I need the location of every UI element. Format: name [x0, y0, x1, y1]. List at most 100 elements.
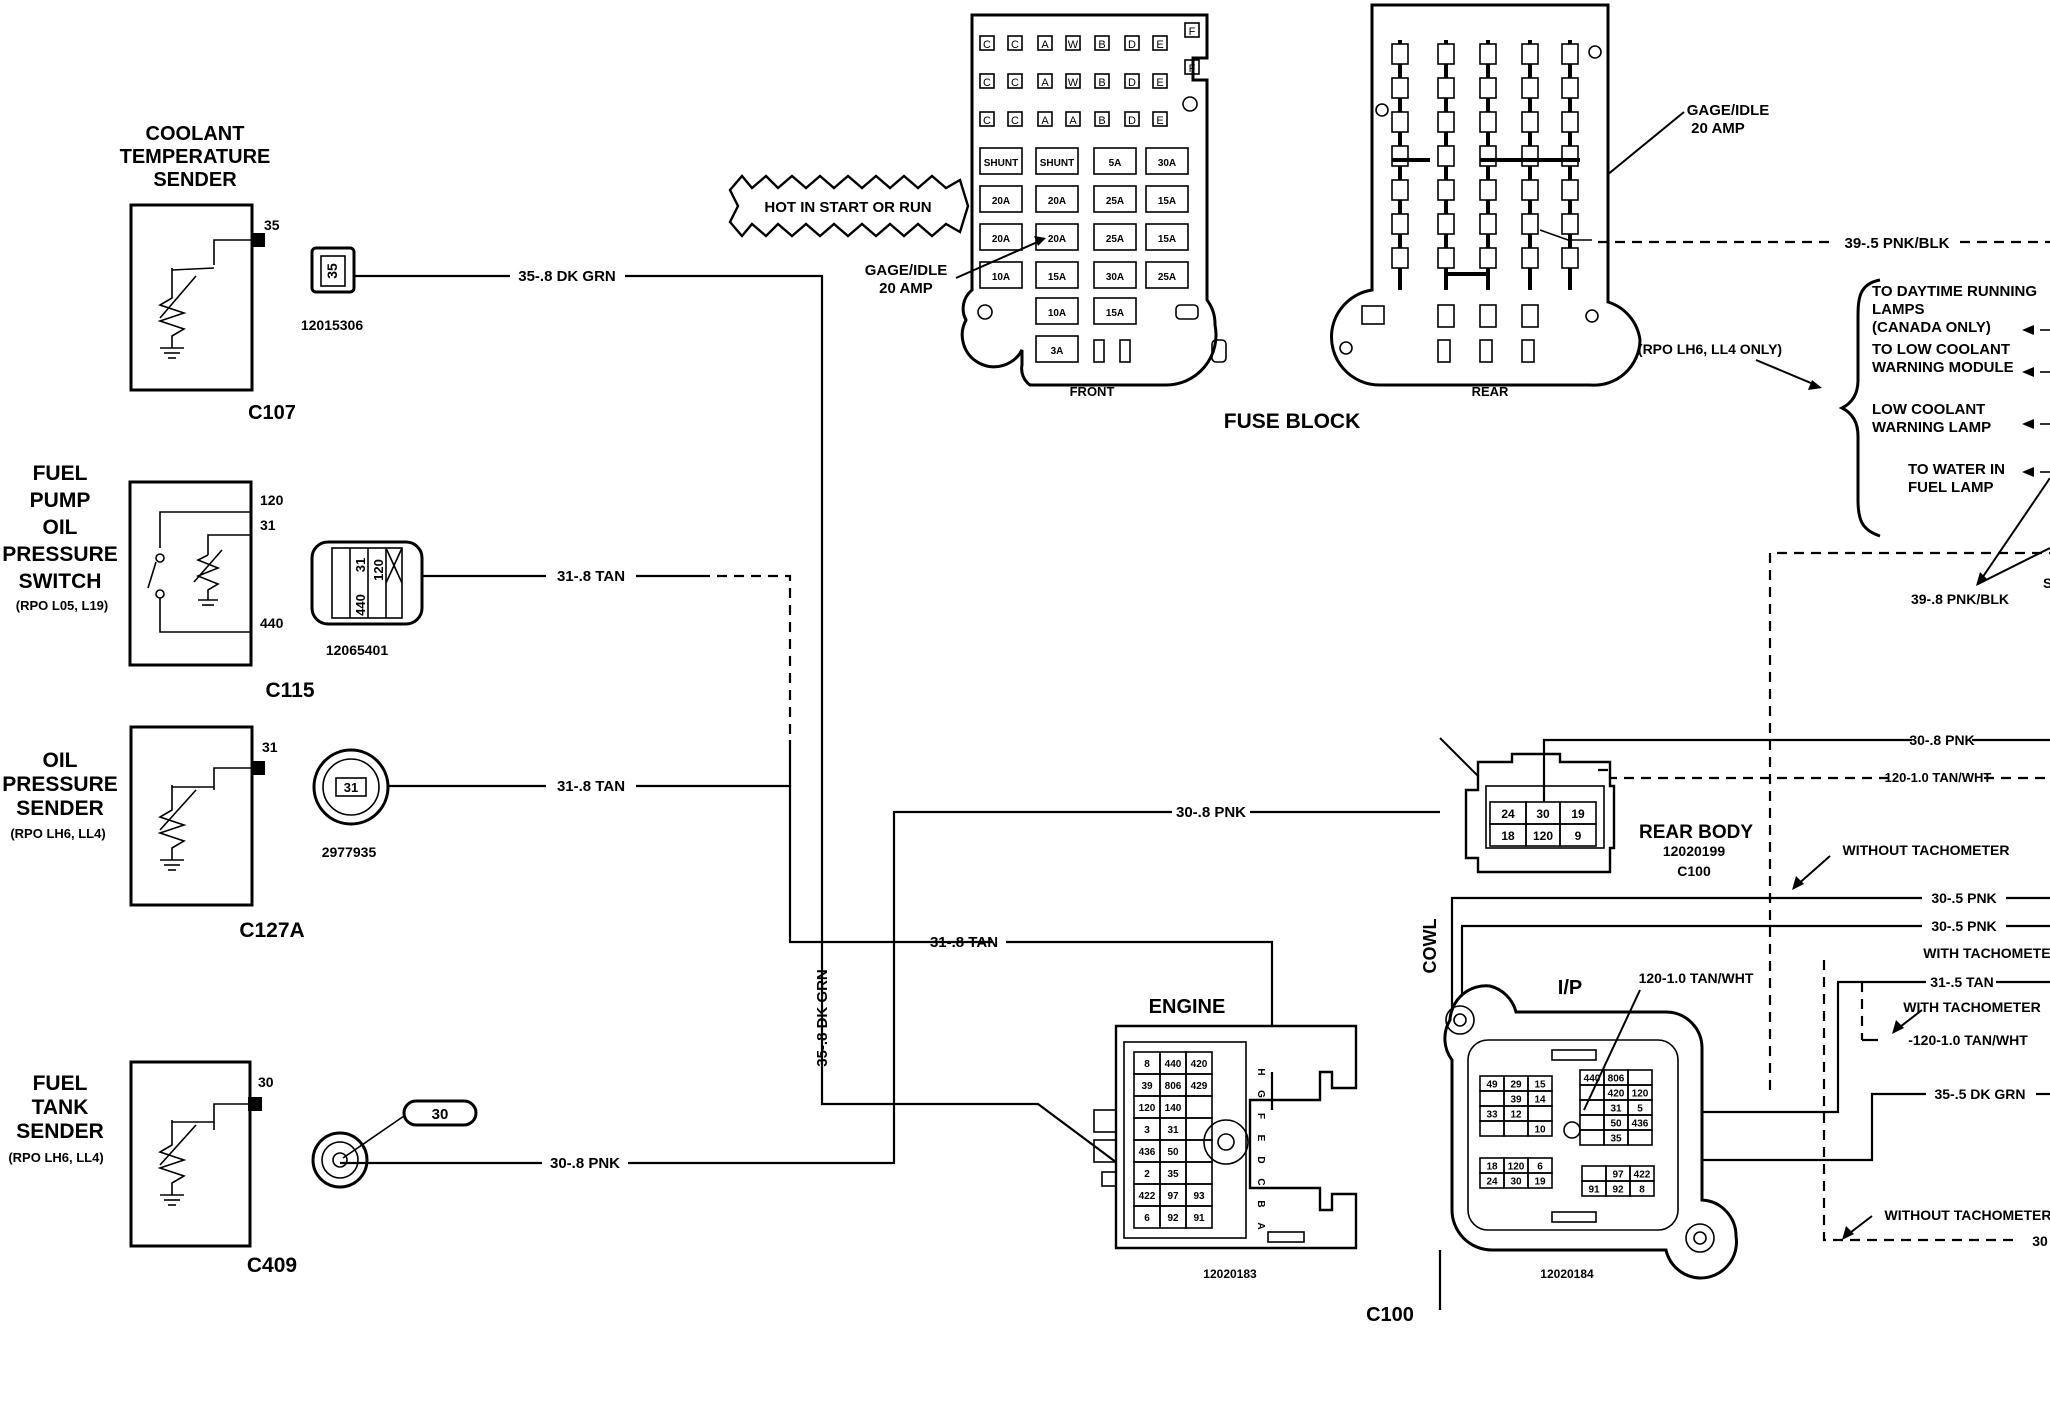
ip-left-pin: 39 [1510, 1095, 1522, 1106]
oil-switch-part-no: 12065401 [326, 642, 389, 658]
s-fragment: S [2043, 575, 2050, 591]
engine-part-no: 12020183 [1203, 1267, 1257, 1281]
rear-body-connector: 24 30 19 18 120 9 REAR BODY 12020199 C10… [1439, 737, 1753, 879]
svg-text:A: A [1041, 77, 1049, 89]
coolant-part-no: 12015306 [301, 317, 364, 333]
svg-text:C: C [983, 115, 991, 127]
rear-fuse-slot [1521, 213, 1539, 235]
svg-text:E: E [1156, 39, 1163, 51]
wire-label-vertical-35: 35-.8 DK GRN [814, 969, 831, 1067]
ip-title: I/P [1558, 977, 1582, 999]
svg-text:20A: 20A [992, 196, 1010, 207]
fuel-pump-oil-pressure-switch: FUEL PUMP OIL PRESSURE SWITCH (RPO L05, … [2, 462, 424, 702]
oil-switch-conn-pin-31: 31 [353, 558, 368, 572]
svg-text:30: 30 [1536, 807, 1550, 821]
svg-text:C: C [1011, 39, 1019, 51]
wire-label-right-31-5: 31-.5 TAN [1930, 974, 1994, 990]
oil-switch-conn-pin-440: 440 [353, 594, 368, 616]
rear-fuse-slot [1479, 213, 1497, 235]
coolant-variable-arrow [159, 275, 197, 319]
oil-switch-title-1: FUEL [33, 462, 88, 485]
svg-text:E: E [1156, 115, 1163, 127]
svg-text:FUEL LAMP: FUEL LAMP [1908, 479, 1994, 496]
engine-side-letter: F [1255, 1113, 1266, 1119]
wire-label-coolant: 35-.8 DK GRN [518, 268, 616, 285]
svg-text:B: B [1098, 39, 1105, 51]
svg-text:30A: 30A [1106, 272, 1124, 283]
wire-label-right-30-end: 30 [2032, 1233, 2048, 1249]
fuel-tank-box [129, 1060, 252, 1248]
fuel-tank-title-2: TANK [32, 1096, 89, 1119]
right-notes: (RPO LH6, LL4 ONLY) TO DAYTIME RUNNING L… [1638, 278, 2050, 607]
rear-fuse-slot [1391, 43, 1409, 65]
svg-text:D: D [1128, 115, 1136, 127]
engine-side-letter: B [1255, 1200, 1266, 1207]
rear-fuse-slot [1437, 145, 1455, 167]
svg-text:GAGE/IDLE: GAGE/IDLE [1687, 102, 1770, 119]
engine-side-letter: E [1255, 1135, 1266, 1142]
oil-switch-pin-120: 120 [260, 492, 284, 508]
ip-right-pin: 120 [1632, 1089, 1649, 1100]
rear-fuse-slot [1561, 111, 1579, 133]
engine-side-letter: D [1255, 1156, 1266, 1163]
ip-left-pin: 24 [1486, 1177, 1498, 1188]
fuel-tank-pin-callout [402, 1099, 478, 1127]
ip-left-pin: 30 [1510, 1177, 1522, 1188]
svg-text:C: C [983, 77, 991, 89]
svg-text:LAMPS: LAMPS [1872, 301, 1925, 318]
coolant-resistor-icon [157, 268, 187, 348]
svg-text:W: W [1068, 39, 1079, 51]
engine-pin: 440 [1165, 1059, 1182, 1070]
oil-pressure-sender: OIL PRESSURE SENDER (RPO LH6, LL4) 31 C1… [2, 725, 390, 942]
svg-text:WARNING LAMP: WARNING LAMP [1872, 419, 1991, 436]
engine-pin: 422 [1139, 1191, 1156, 1202]
coolant-pin-label: 35 [264, 217, 280, 233]
ip-left-pin: 10 [1534, 1125, 1546, 1136]
coolant-title-1: COOLANT [146, 123, 245, 145]
oil-sender-part-no: 2977935 [322, 844, 377, 860]
coolant-sender-box [129, 203, 254, 392]
svg-text:5A: 5A [1109, 158, 1122, 169]
oil-sender-pin-label: 31 [262, 739, 278, 755]
rear-fuse-slot [1561, 77, 1579, 99]
svg-text:B: B [1098, 77, 1105, 89]
engine-pin: 429 [1191, 1081, 1208, 1092]
coolant-connector-pin: 35 [324, 263, 340, 279]
rear-fuse-slot [1391, 111, 1409, 133]
rear-fuse-slot [1391, 145, 1409, 167]
oil-switch-box [128, 480, 253, 667]
wire-label-right-30-8: 30-.8 PNK [1909, 732, 1974, 748]
oil-sender-title-2: PRESSURE [2, 773, 118, 796]
svg-text:TO LOW COOLANT: TO LOW COOLANT [1872, 341, 2010, 358]
front-fuse-panel [960, 13, 1218, 387]
ip-left-pin: 18 [1486, 1162, 1498, 1173]
svg-text:10A: 10A [1048, 308, 1066, 319]
engine-pin: 39 [1141, 1081, 1153, 1092]
rear-body-conn-id: C100 [1677, 863, 1711, 879]
svg-text:SHUNT: SHUNT [984, 158, 1018, 169]
rear-fuse-slot [1479, 179, 1497, 201]
switch-contact-icon [155, 553, 165, 563]
rear-fuse-slot [1437, 43, 1455, 65]
rear-fuse-slot [1437, 77, 1455, 99]
wire-label-right-120: 120-1.0 TAN/WHT [1885, 770, 1992, 785]
svg-text:9: 9 [1575, 829, 1582, 843]
engine-pin: 92 [1167, 1213, 1179, 1224]
rear-fuse-slot [1479, 247, 1497, 269]
fuel-tank-sender: FUEL TANK SENDER (RPO LH6, LL4) 30 C409 … [8, 1060, 478, 1277]
rear-fuse-slot [1521, 179, 1539, 201]
oil-switch-resistor-icon [195, 554, 221, 600]
oil-switch-title-3: OIL [43, 516, 78, 539]
svg-text:E: E [1156, 77, 1163, 89]
svg-text:A: A [1041, 39, 1049, 51]
rear-fuse-slot [1479, 111, 1497, 133]
svg-text:A: A [1041, 115, 1049, 127]
engine-pin: 3 [1144, 1125, 1150, 1136]
oil-sender-rpo: (RPO LH6, LL4) [10, 826, 105, 841]
svg-text:20A: 20A [992, 234, 1010, 245]
front-fuse-grid: SHUNT SHUNT 5A 30A 20A 20A 25A 15A 20A 2… [979, 147, 1189, 363]
with-tach-2: WITH TACHOMETER [1903, 999, 2040, 1015]
